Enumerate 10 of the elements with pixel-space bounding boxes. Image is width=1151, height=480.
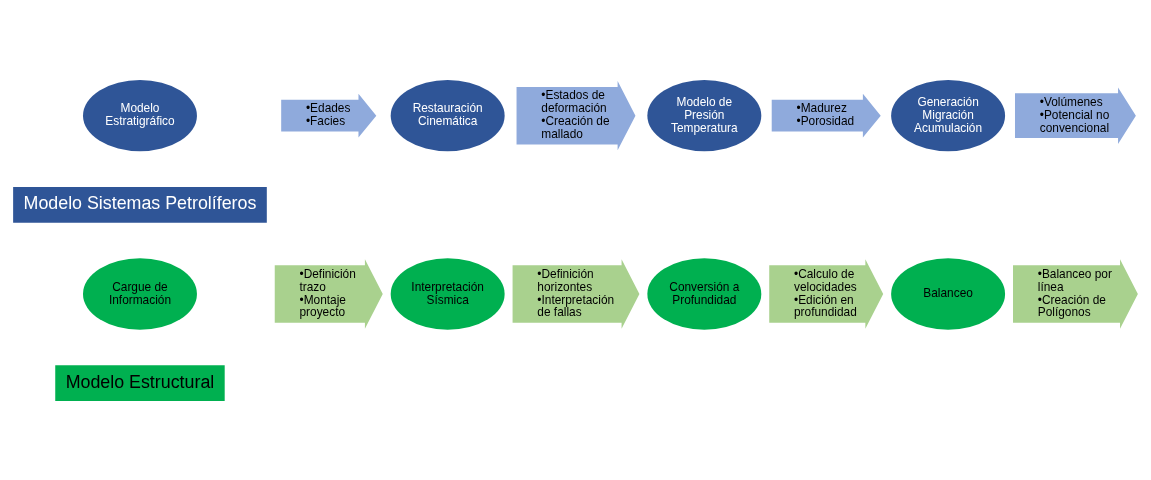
node-box: Modelo Sistemas Petrolíferos [13,186,267,223]
node-box: Modelo Estructural [55,364,225,401]
node-ellipse: Cargue de Información [83,257,197,330]
node-ellipse: Modelo de Presión Temperatura [647,79,762,151]
node-ellipse: Conversión a Profundidad [647,257,762,330]
node-ellipse: Generación Migración Acumulación [891,79,1006,151]
node-ellipse: Interpretación Sísmica [390,257,505,330]
node-ellipse: Modelo Estratigráfico [83,79,197,151]
node-ellipse: Restauración Cinemática [390,79,505,151]
node-ellipse: Balanceo [891,257,1006,330]
